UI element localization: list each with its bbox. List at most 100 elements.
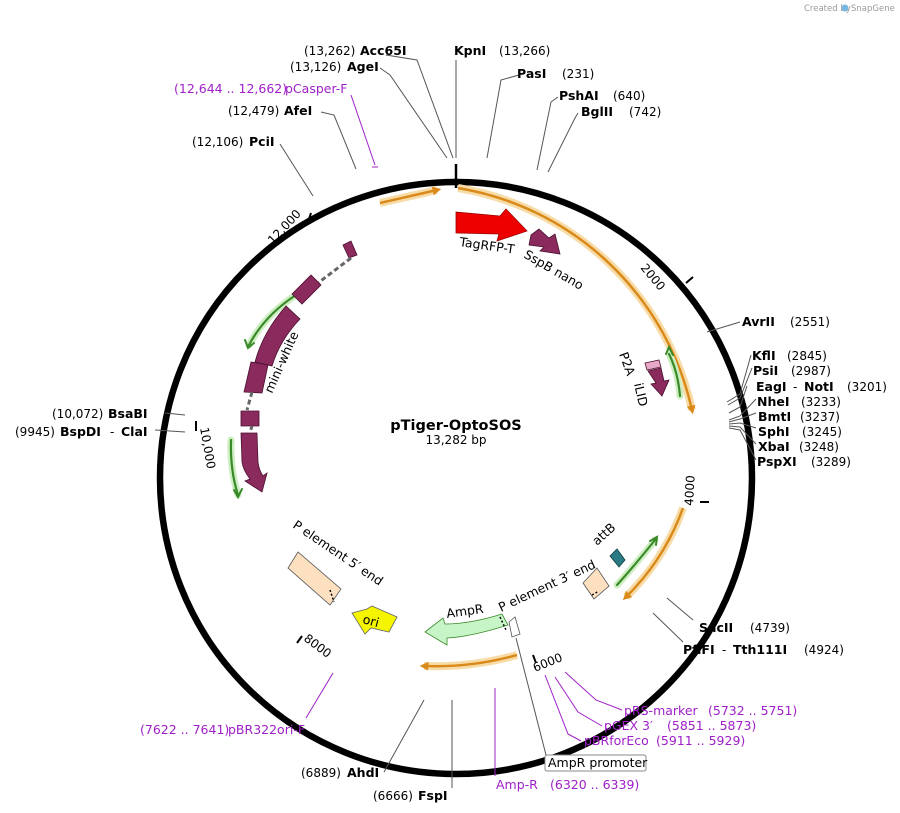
xbai-pos: (3248) xyxy=(799,440,839,454)
tick-label-8000: 8000 xyxy=(301,631,334,661)
ampr-feature xyxy=(424,613,509,646)
eagi-notI-sep: - xyxy=(793,380,797,394)
eagi-noti-pos: (3201) xyxy=(847,380,887,394)
primer-labels: (12,644 .. 12,662) pCasper-F pRS-marker … xyxy=(140,81,797,792)
ilid-label: iLID xyxy=(631,381,651,408)
tick-label-6000: 6000 xyxy=(531,650,565,674)
afei-pos: (12,479) xyxy=(228,104,279,118)
pbr322ori-f-range: (7622 .. 7641) xyxy=(140,722,229,737)
clai-name: ClaI xyxy=(121,424,148,439)
bmti-pos: (3237) xyxy=(800,410,840,424)
bspdi-clai-sep: - xyxy=(110,425,114,439)
ampr-label: AmpR xyxy=(445,601,484,621)
pasi-pos: (231) xyxy=(562,67,594,81)
mini-white-exon-6 xyxy=(240,432,268,493)
p-element-5-end-feature xyxy=(287,551,342,606)
attb-label: attB xyxy=(589,520,618,549)
pcii-name: PciI xyxy=(249,134,275,149)
ilid-feature xyxy=(647,367,670,397)
prs-marker-name: pRS-marker xyxy=(624,703,699,718)
p-element-3-end-feature xyxy=(582,567,610,600)
acc65i-pos: (13,262) xyxy=(304,44,355,58)
feature-labels: TagRFP-T SspB nano P2A iLID attB P eleme… xyxy=(261,234,651,772)
acc65i-name: Acc65I xyxy=(360,43,407,58)
afei-name: AfeI xyxy=(284,103,312,118)
pspxi-pos: (3289) xyxy=(811,455,851,469)
avrii-name: AvrII xyxy=(742,314,775,329)
pbrforeco-range: (5911 .. 5929) xyxy=(656,733,745,748)
pflfi-name: PflFI xyxy=(683,642,715,657)
pflfi-pos: (4924) xyxy=(804,643,844,657)
prs-marker-range: (5732 .. 5751) xyxy=(708,703,797,718)
amp-r-name: Amp-R xyxy=(496,777,538,792)
kpni-pos: (13,266) xyxy=(499,44,550,58)
xbai-name: XbaI xyxy=(758,439,790,454)
orf-arcs xyxy=(379,184,696,671)
agei-pos: (13,126) xyxy=(290,60,341,74)
sacii-pos: (4739) xyxy=(750,621,790,635)
psii-pos: (2987) xyxy=(791,364,831,378)
amp-r-range: (6320 .. 6339) xyxy=(550,777,639,792)
fspi-pos: (6666) xyxy=(373,789,413,803)
pgex3-range: (5851 .. 5873) xyxy=(667,718,756,733)
ori-label: ori xyxy=(361,611,381,630)
sphi-name: SphI xyxy=(758,424,790,439)
fspi-name: FspI xyxy=(418,788,448,803)
tth111i-name: Tth111I xyxy=(733,642,787,657)
p2a-label: P2A xyxy=(616,350,638,378)
nhei-name: NheI xyxy=(757,394,790,409)
avrii-pos: (2551) xyxy=(790,315,830,329)
plasmid-size: 13,282 bp xyxy=(425,433,486,447)
sacii-name: SacII xyxy=(699,620,733,635)
p2a-feature xyxy=(644,359,662,371)
snapgene-logo-icon xyxy=(841,4,849,12)
plasmid-name: pTiger-OptoSOS xyxy=(390,418,521,434)
pcasper-f-range: (12,644 .. 12,662) xyxy=(174,81,287,96)
primer-leaders xyxy=(305,94,623,776)
bmti-name: BmtI xyxy=(758,409,791,424)
psii-name: PsiI xyxy=(753,363,778,378)
sspb-label: SspB nano xyxy=(522,247,587,293)
ampr-promoter-label-box xyxy=(544,754,647,772)
snapgene-credit: Created by SnapGene xyxy=(804,4,895,14)
enzyme-leaders xyxy=(154,54,757,788)
ahdi-name: AhdI xyxy=(347,765,379,780)
agei-name: AgeI xyxy=(347,59,379,74)
nhei-pos: (3233) xyxy=(801,395,841,409)
pbr322ori-f-name: pBR322ori-F xyxy=(228,722,305,737)
pasi-name: PasI xyxy=(517,66,546,81)
mini-white-exon-4 xyxy=(243,361,269,394)
kfli-pos: (2845) xyxy=(787,349,827,363)
ori-feature xyxy=(351,605,398,635)
bsabi-pos: (10,072) xyxy=(52,407,103,421)
kpni-name: KpnI xyxy=(454,43,486,58)
credit-text: Created by xyxy=(804,4,851,14)
bsabi-name: BsaBI xyxy=(108,406,148,421)
pbrforeco-name: pBRforEco xyxy=(584,733,649,748)
kfli-name: KflI xyxy=(752,348,776,363)
mini-white-exon-1 xyxy=(342,240,358,259)
green-arrows xyxy=(227,291,684,589)
ahdi-pos: (6889) xyxy=(301,766,341,780)
tick-label-4000: 4000 xyxy=(682,475,698,506)
bspdi-pos: (9945) xyxy=(15,425,55,439)
sspb-feature xyxy=(528,228,561,255)
pshai-pos: (640) xyxy=(613,89,645,103)
mini-white-exon-5 xyxy=(240,410,260,427)
pshai-name: PshAI xyxy=(559,88,599,103)
pcii-pos: (12,106) xyxy=(192,135,243,149)
tagrfp-feature xyxy=(455,208,528,242)
attb-feature xyxy=(609,548,626,568)
eagi-name: EagI xyxy=(756,379,787,394)
pgex3-name: pGEX 3′ xyxy=(604,718,653,733)
ampr-promoter-label: AmpR promoter xyxy=(548,755,648,770)
p-element-3-end-label: P element 3′ end xyxy=(496,557,598,615)
features xyxy=(240,208,670,646)
ampr-promoter-feature xyxy=(508,616,521,638)
bspdi-name: BspDI xyxy=(60,424,101,439)
enzyme-labels: (13,262) Acc65I KpnI (13,266) (13,126) A… xyxy=(15,43,887,803)
noti-name: NotI xyxy=(804,379,834,394)
mini-white-exon-2 xyxy=(291,274,322,305)
credit-brand: SnapGene xyxy=(851,4,895,14)
